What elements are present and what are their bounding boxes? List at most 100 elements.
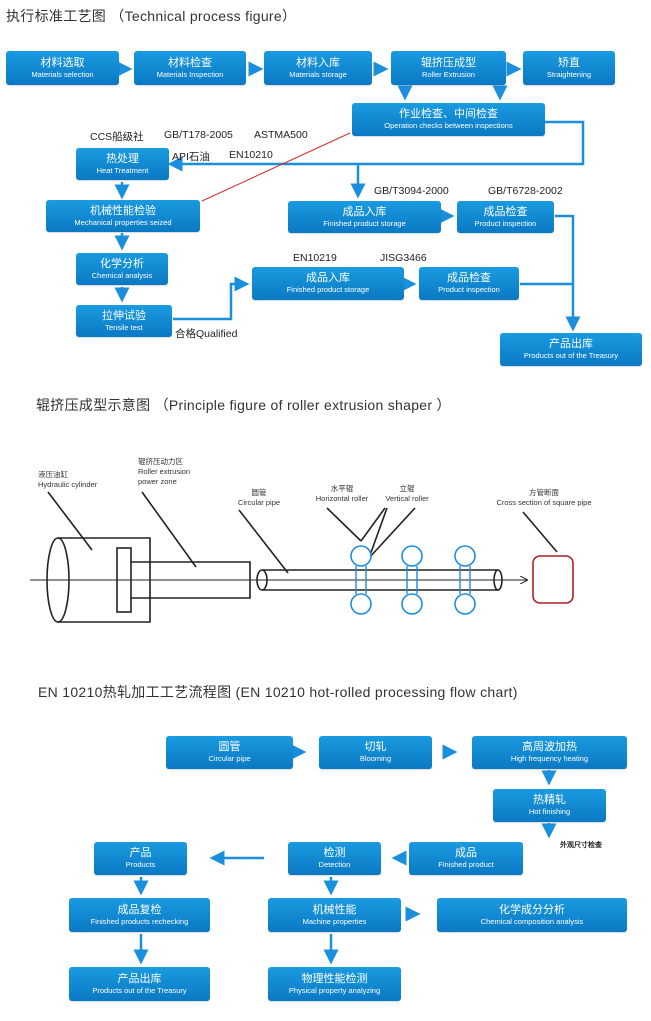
rechecking-en: Finished products rechecking	[90, 916, 189, 926]
roller-extrusion-en: Roller Extrusion	[422, 69, 475, 79]
products-out-2-en: Products out of the Treasury	[92, 985, 187, 995]
std-gb-t178: GB/T178-2005	[164, 129, 233, 141]
products-out-2-zh: 产品出库	[117, 972, 162, 985]
finished-storage-2-box: 成品入库 Finished product storage	[252, 267, 404, 300]
product-inspection-1-box: 成品检查 Product inspection	[457, 201, 554, 233]
std-astma500: ASTMA500	[254, 129, 308, 141]
physical-property-en: Physical property analyzing	[288, 985, 381, 995]
mechanical-properties-zh: 机械性能检验	[90, 204, 156, 217]
power-zh: 辊挤压动力区	[138, 457, 183, 466]
products-out-zh: 产品出库	[549, 338, 593, 350]
hf-heating-box: 高周波加热 High frequency heating	[472, 736, 627, 769]
chem-composition-zh: 化学成分分析	[499, 903, 565, 916]
material-selection-en: Materials selection	[31, 69, 94, 79]
product-inspection-2-en: Product inspection	[438, 285, 500, 294]
hf-heating-en: High frequency heating	[510, 754, 589, 763]
blooming-box: 切轧 Blooming	[319, 736, 432, 769]
detection-box: 检测 Detection	[288, 842, 381, 875]
chem-composition-en: Chemical composition analysis	[480, 916, 584, 926]
straightening-en: Straightening	[546, 69, 592, 79]
finished-storage-1-zh: 成品入库	[342, 205, 387, 218]
finished-product-box: 成品 Finished product	[409, 842, 523, 875]
section2-title: 辊挤压成型示意图 （Principle figure of roller ext…	[36, 397, 451, 413]
chem-composition-box: 化学成分分析 Chemical composition analysis	[437, 898, 627, 932]
material-inspection-en: Materials Inspection	[156, 69, 224, 79]
blooming-zh: 切轧	[364, 741, 387, 753]
material-inspection-box: 材料检查 Materials Inspection	[134, 51, 246, 85]
heat-treatment-box: 热处理 Heat Treatment	[76, 148, 169, 180]
mechanical-properties-en: Mechanical properties seized	[74, 217, 172, 227]
rechecking-zh: 成品复检	[117, 903, 162, 916]
heat-treatment-zh: 热处理	[106, 152, 139, 165]
products-zh: 产品	[129, 847, 152, 859]
circular-pipe-zh: 圆管	[218, 741, 241, 753]
detection-en: Detection	[318, 860, 351, 869]
std-api: API石油	[172, 151, 210, 163]
circular-pipe-box: 圆管 Circular pipe	[166, 736, 293, 769]
products-out-box: 产品出库 Products out of the Treasury	[500, 333, 642, 366]
std-jisg3466: JISG3466	[380, 252, 427, 264]
chemical-analysis-zh: 化学分析	[100, 257, 144, 270]
hydraulic-en: Hydraulic cylinder	[38, 480, 98, 489]
vroller-en: Vertical roller	[385, 494, 429, 503]
operation-checks-zh: 作业检查、中间检查	[399, 108, 498, 120]
tensile-test-en: Tensile test	[105, 322, 143, 332]
cross-en: Cross section of square pipe	[496, 498, 592, 507]
product-inspection-1-zh: 成品检查	[483, 205, 528, 218]
operation-checks-en: Operation checks between inspections	[384, 121, 513, 130]
product-inspection-2-box: 成品检查 Product inspection	[419, 267, 519, 300]
power-en2: power zone	[138, 477, 177, 486]
appearance-check-note: 外观尺寸检查	[560, 842, 602, 849]
pipe-en: Circular pipe	[237, 498, 281, 507]
products-box: 产品 Products	[94, 842, 187, 875]
std-en10210: EN10210	[229, 149, 273, 161]
straightening-zh: 矫直	[558, 56, 580, 69]
std-ccs: CCS船级社	[90, 131, 144, 143]
product-inspection-2-zh: 成品检查	[447, 272, 491, 284]
hot-finishing-zh: 热精轧	[533, 794, 566, 806]
heat-treatment-en: Heat Treatment	[96, 165, 149, 175]
material-selection-zh: 材料选取	[40, 56, 85, 69]
machine-properties-zh: 机械性能	[312, 903, 357, 916]
finished-storage-1-box: 成品入库 Finished product storage	[288, 201, 441, 233]
power-zone-label: 辊挤压动力区 Roller extrusion power zone	[138, 457, 190, 487]
finished-storage-1-en: Finished product storage	[323, 218, 406, 228]
machine-properties-en: Machine properties	[302, 916, 367, 926]
material-storage-zh: 材料入库	[296, 56, 340, 69]
detection-zh: 检测	[323, 847, 346, 859]
rechecking-box: 成品复检 Finished products rechecking	[69, 898, 210, 932]
mechanical-properties-box: 机械性能检验 Mechanical properties seized	[46, 200, 200, 232]
cross-section-label: 方管断面 Cross section of square pipe	[479, 488, 609, 508]
hydraulic-cylinder-label: 液压油缸 Hydraulic cylinder	[38, 470, 97, 490]
vertical-roller-label: 立辊 Vertical roller	[374, 484, 440, 504]
material-inspection-zh: 材料检查	[168, 56, 212, 69]
hf-heating-zh: 高周波加热	[522, 741, 577, 753]
hroller-en: Horizontal roller	[315, 494, 369, 503]
machine-properties-box: 机械性能 Machine properties	[268, 898, 401, 932]
power-en1: Roller extrusion	[138, 467, 191, 476]
section1-title: 执行标准工艺图 （Technical process figure）	[6, 8, 297, 24]
products-out-en: Products out of the Treasury	[523, 351, 619, 360]
blooming-en: Blooming	[359, 754, 392, 763]
products-en: Products	[125, 860, 156, 869]
hydraulic-zh: 液压油缸	[38, 470, 68, 479]
std-gb-t6728: GB/T6728-2002	[488, 185, 563, 197]
physical-property-zh: 物理性能检测	[301, 972, 368, 985]
straightening-box: 矫直 Straightening	[523, 51, 615, 85]
material-storage-en: Materials storage	[289, 69, 347, 79]
roller-extrusion-box: 辊挤压成型 Roller Extrusion	[391, 51, 506, 85]
hot-finishing-box: 热精轧 Hot finishing	[493, 789, 606, 822]
std-gb-t3094: GB/T3094-2000	[374, 185, 449, 197]
chemical-analysis-box: 化学分析 Chemical analysis	[76, 253, 168, 285]
section3-title: EN 10210热轧加工工艺流程图 (EN 10210 hot-rolled p…	[38, 684, 518, 700]
finished-storage-2-zh: 成品入库	[306, 272, 350, 284]
chemical-analysis-en: Chemical analysis	[91, 270, 153, 280]
roller-extrusion-zh: 辊挤压成型	[421, 56, 476, 69]
finished-product-en: Finished product	[438, 860, 494, 869]
operation-checks-box: 作业检查、中间检查 Operation checks between inspe…	[352, 103, 545, 136]
tensile-test-box: 拉伸试验 Tensile test	[76, 305, 172, 337]
qualified-label: 合格Qualified	[175, 328, 238, 340]
products-out-2-box: 产品出库 Products out of the Treasury	[69, 967, 210, 1001]
circular-pipe-en: Circular pipe	[208, 754, 251, 763]
